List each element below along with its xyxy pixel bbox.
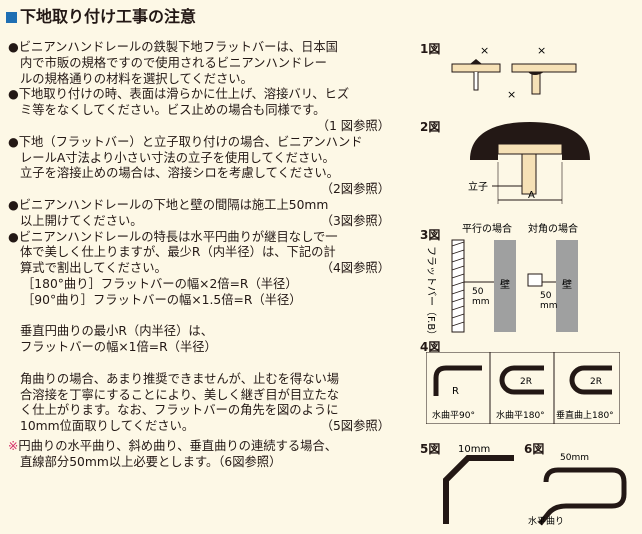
fig5-corner-bar	[443, 455, 514, 524]
fig1-mark-3: ×	[507, 88, 516, 101]
para1-line1: ●ビニアンハンドレールの鉄製下地フラットバーは、日本国	[8, 40, 338, 54]
para4-line2: 以上開けてください。 （3図参照）	[8, 214, 390, 230]
footnote-text1: 円曲りの水平曲り、斜め曲り、垂直曲りの連続する場合、	[18, 438, 338, 453]
fig4-2r-b: 2R	[590, 377, 602, 387]
fig2-label: 2図	[420, 120, 441, 134]
para5-last: 算式で割出してください。	[20, 261, 167, 276]
fig2-handrail	[470, 122, 590, 160]
fig4-caption-1: 水曲平90°	[432, 409, 475, 421]
fig1-diagram: × × ×	[451, 44, 577, 101]
fig3-wall-1	[494, 240, 516, 332]
fig3-wall-2	[556, 240, 578, 332]
fig3-label: 3図	[420, 228, 441, 242]
fig1-label: 1図	[420, 42, 441, 56]
corner-ref: （5図参照）	[320, 419, 390, 434]
fig5-label: 5図	[420, 442, 441, 456]
para4-ref: （3図参照）	[320, 213, 390, 228]
para1-line3: ルの規格通りの材料を選択してください。	[20, 71, 253, 86]
fig4-2r-a: 2R	[520, 377, 532, 387]
para2-line2: ミ等をなくしてください。ビス止めの場合も同様です。	[20, 103, 326, 118]
footnote-line2: 直線部分50mm以上必要とします。（6図参照）	[20, 454, 282, 469]
fig3-parallel-label: 平行の場合	[462, 222, 512, 235]
fig5-diagram: 10mm	[443, 444, 514, 524]
fig6-dim: 50mm	[560, 453, 589, 463]
corner-line1: 角曲りの場合、あまり推奨できませんが、止むを得ない場	[20, 371, 340, 386]
para2-ref: （1 図参照）	[316, 118, 390, 133]
corner-line3: く仕上がります。なお、フラットバーの角先を図のように	[20, 403, 339, 418]
notes-body: ●ビニアンハンドレールの鉄製下地フラットバーは、日本国 内で市販の規格ですので使…	[8, 40, 390, 471]
fig6-label: 6図	[524, 442, 545, 456]
fig3-unit-1: mm	[472, 297, 490, 307]
fig3-diag-bar	[527, 273, 543, 287]
fig2-tatego-label: 立子	[468, 180, 488, 193]
fig4-shape-vert	[569, 365, 612, 395]
fig1-screw-body	[473, 72, 479, 91]
fig4-label: 4図	[420, 340, 441, 354]
para3-ref: （2図参照）	[320, 182, 390, 197]
fig3-wall-2-label: 壁	[562, 278, 572, 291]
corner-line4: 10mm位面取りしてください。 （5図参照）	[8, 419, 390, 435]
vertical-line2: フラットバーの幅×1倍=R（半径）	[20, 340, 217, 355]
title-text: 下地取り付け工事の注意	[20, 7, 197, 26]
para5-line1: ●ビニアンハンドレールの特長は水平円曲りが継目なしで一	[8, 229, 338, 244]
para5-ref: （4図参照）	[320, 261, 390, 276]
fig3-diagonal-label: 対角の場合	[528, 222, 578, 235]
fig6-diagram: 50mm 水平曲り	[528, 453, 627, 527]
footnote-line1: ※円曲りの水平曲り、斜め曲り、垂直曲りの連続する場合、	[8, 439, 390, 455]
fig3-dim-2: 50	[540, 291, 552, 301]
fig6-caption: 水平曲り	[528, 515, 564, 527]
formula-90: ［90°曲り］フラットバーの幅×1.5倍=R（半径）	[22, 292, 302, 307]
para2-line1: ●下地取り付けの時、表面は滑らかに仕上げ、溶接バリ、ヒズ	[8, 87, 350, 102]
fig3-flatbar-label: フラットバー（F.B）	[425, 246, 437, 337]
fig4-diagram: R 2R 2R 水曲平90° 水曲平180° 垂直曲上180°	[426, 352, 620, 424]
title-marker-icon	[6, 12, 17, 23]
fig3-hatch	[451, 241, 465, 327]
para5-line3: 算式で割出してください。 （4図参照）	[8, 261, 390, 277]
vertical-line1: 垂直円曲りの最小R（内半径）は、	[20, 324, 213, 339]
fig2-diagram: 立子 A	[468, 122, 590, 204]
fig1-weld	[528, 72, 544, 75]
fig4-r: R	[452, 386, 459, 397]
fig1-mark-2: ×	[537, 44, 546, 57]
para3-line1: ●下地（フラットバー）と立子取り付けの場合、ビニアンハンド	[8, 134, 363, 149]
fig3-wall-1-label: 壁	[500, 278, 510, 291]
para5-line2: 体で美しく仕上りますが、最少R（内半径）は、下記の計	[20, 245, 336, 260]
fig5-dim: 10mm	[458, 444, 490, 455]
para1-line2: 内で市販の規格ですので使用されるビニアンハンドレー	[20, 55, 327, 70]
fig4-caption-3: 垂直曲上180°	[556, 409, 614, 421]
fig3-diagram: 平行の場合 対角の場合 フラットバー（F.B） 壁 50 mm 壁 50 mm	[425, 222, 578, 337]
corner-last: 10mm位面取りしてください。	[20, 419, 195, 434]
fig1-baluster	[531, 71, 541, 95]
fig2-dim-label: A	[528, 190, 535, 201]
page-title: 下地取り付け工事の注意	[6, 5, 196, 29]
corner-line2: 合溶接を丁寧にすることにより、美しく継ぎ目が目立たな	[20, 387, 340, 402]
fig2-flatbar	[497, 143, 563, 155]
formula-180: ［180°曲り］フラットバーの幅×2倍=R（半径）	[22, 276, 298, 291]
fig1-flatbar-right	[511, 63, 577, 73]
fig4-shape-180	[499, 365, 544, 395]
fig6-path	[538, 467, 627, 526]
fig4-caption-2: 水曲平180°	[496, 409, 545, 421]
fig3-unit-2: mm	[540, 301, 558, 311]
fig2-baluster	[521, 153, 537, 195]
para4-last: 以上開けてください。	[20, 213, 143, 228]
fig3-dim-1: 50	[472, 287, 484, 297]
para4-line1: ●ビニアンハンドレールの下地と壁の間隔は施工上50mm	[8, 197, 329, 212]
fig1-flatbar-left	[451, 63, 501, 73]
para3-line3: 立子を溶接止めの場合は、溶接シロを考慮してください。	[20, 166, 339, 181]
footnote-mark: ※	[8, 438, 19, 453]
fig1-mark-1: ×	[480, 44, 489, 57]
para3-line2: レールA寸法より小さい寸法の立子を使用してください。	[20, 150, 335, 165]
fig1-screw-head	[470, 59, 482, 64]
fig4-shape-90	[433, 365, 482, 396]
